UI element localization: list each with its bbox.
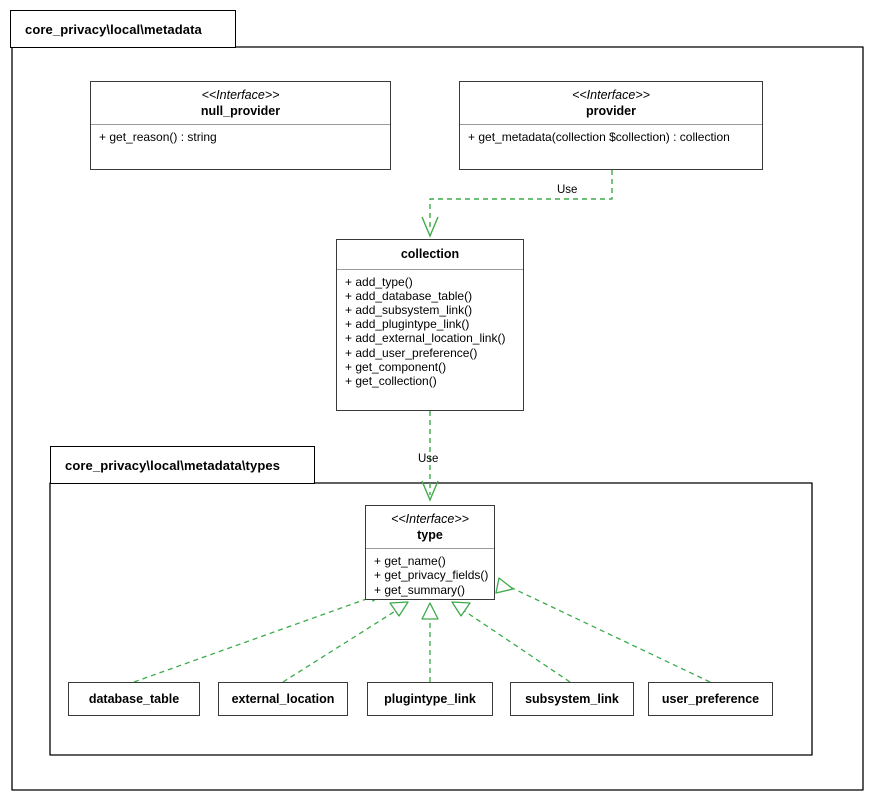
- edge-subsystem_link-type: [451, 601, 571, 683]
- class-member: + add_user_preference(): [345, 345, 478, 360]
- edge-provider-collection: [421, 170, 613, 238]
- class-name: collection: [400, 247, 460, 261]
- class-member: + add_external_location_link(): [345, 331, 506, 346]
- class-name: external_location: [231, 692, 335, 706]
- class-member: + add_database_table(): [345, 288, 473, 303]
- package-label-types: core_privacy\local\metadata\types: [65, 457, 281, 473]
- class-members-collection: + add_type() + add_database_table() + ad…: [337, 270, 523, 395]
- class-box-plugintype-link[interactable]: plugintype_link: [367, 682, 493, 716]
- class-member: + add_type(): [345, 274, 413, 289]
- class-box-collection[interactable]: collection + add_type() + add_database_t…: [336, 239, 524, 411]
- class-members-null-provider: + get_reason() : string: [91, 125, 390, 150]
- class-name: provider: [585, 103, 636, 118]
- edge-user_preference-type: [495, 577, 711, 683]
- package-label-metadata: core_privacy\local\metadata: [25, 21, 202, 37]
- class-member: + add_subsystem_link(): [345, 303, 473, 318]
- class-members-provider: + get_metadata(collection $collection) :…: [460, 125, 762, 150]
- class-member: + get_collection(): [345, 374, 437, 389]
- class-stereotype: <<Interface>>: [391, 512, 469, 526]
- class-member: + get_component(): [345, 359, 447, 374]
- edge-label-text: Use: [418, 453, 439, 465]
- class-name: plugintype_link: [384, 692, 476, 706]
- class-box-user-preference[interactable]: user_preference: [648, 682, 773, 716]
- class-box-external-location[interactable]: external_location: [218, 682, 348, 716]
- class-box-provider[interactable]: <<Interface>> provider + get_metadata(co…: [459, 81, 763, 170]
- edge-plugintype_link-type: [421, 602, 439, 682]
- edge-external_location-type: [282, 601, 409, 683]
- package-tab-types: core_privacy\local\metadata\types: [50, 446, 315, 484]
- class-header-collection: collection: [337, 240, 523, 269]
- edge-label-provider-collection: Use: [557, 184, 577, 196]
- edge-label-collection-type: Use: [418, 453, 438, 465]
- class-member: + add_plugintype_link(): [345, 317, 470, 332]
- class-members-type: + get_name() + get_privacy_fields() + ge…: [366, 549, 494, 603]
- class-box-null-provider[interactable]: <<Interface>> null_provider + get_reason…: [90, 81, 391, 170]
- class-member: + get_privacy_fields(): [374, 568, 489, 583]
- class-member: + get_summary(): [374, 582, 466, 597]
- edge-database_table-type: [133, 584, 388, 683]
- class-box-database-table[interactable]: database_table: [68, 682, 200, 716]
- class-name: subsystem_link: [525, 692, 619, 706]
- class-member: + get_name(): [374, 554, 446, 569]
- package-tab-metadata: core_privacy\local\metadata: [10, 10, 236, 48]
- class-header-provider: <<Interface>> provider: [460, 82, 762, 124]
- class-name: user_preference: [661, 692, 760, 706]
- class-box-subsystem-link[interactable]: subsystem_link: [510, 682, 634, 716]
- class-member: + get_metadata(collection $collection) :…: [468, 130, 730, 145]
- edge-label-text: Use: [557, 184, 578, 196]
- class-name: type: [417, 527, 443, 542]
- class-name: database_table: [88, 692, 180, 706]
- class-member: + get_reason() : string: [99, 130, 217, 145]
- class-header-type: <<Interface>> type: [366, 506, 494, 548]
- class-header-null-provider: <<Interface>> null_provider: [91, 82, 390, 124]
- class-stereotype: <<Interface>>: [201, 88, 280, 102]
- class-box-type[interactable]: <<Interface>> type + get_name() + get_pr…: [365, 505, 495, 600]
- class-stereotype: <<Interface>>: [572, 88, 650, 102]
- class-name: null_provider: [200, 103, 281, 118]
